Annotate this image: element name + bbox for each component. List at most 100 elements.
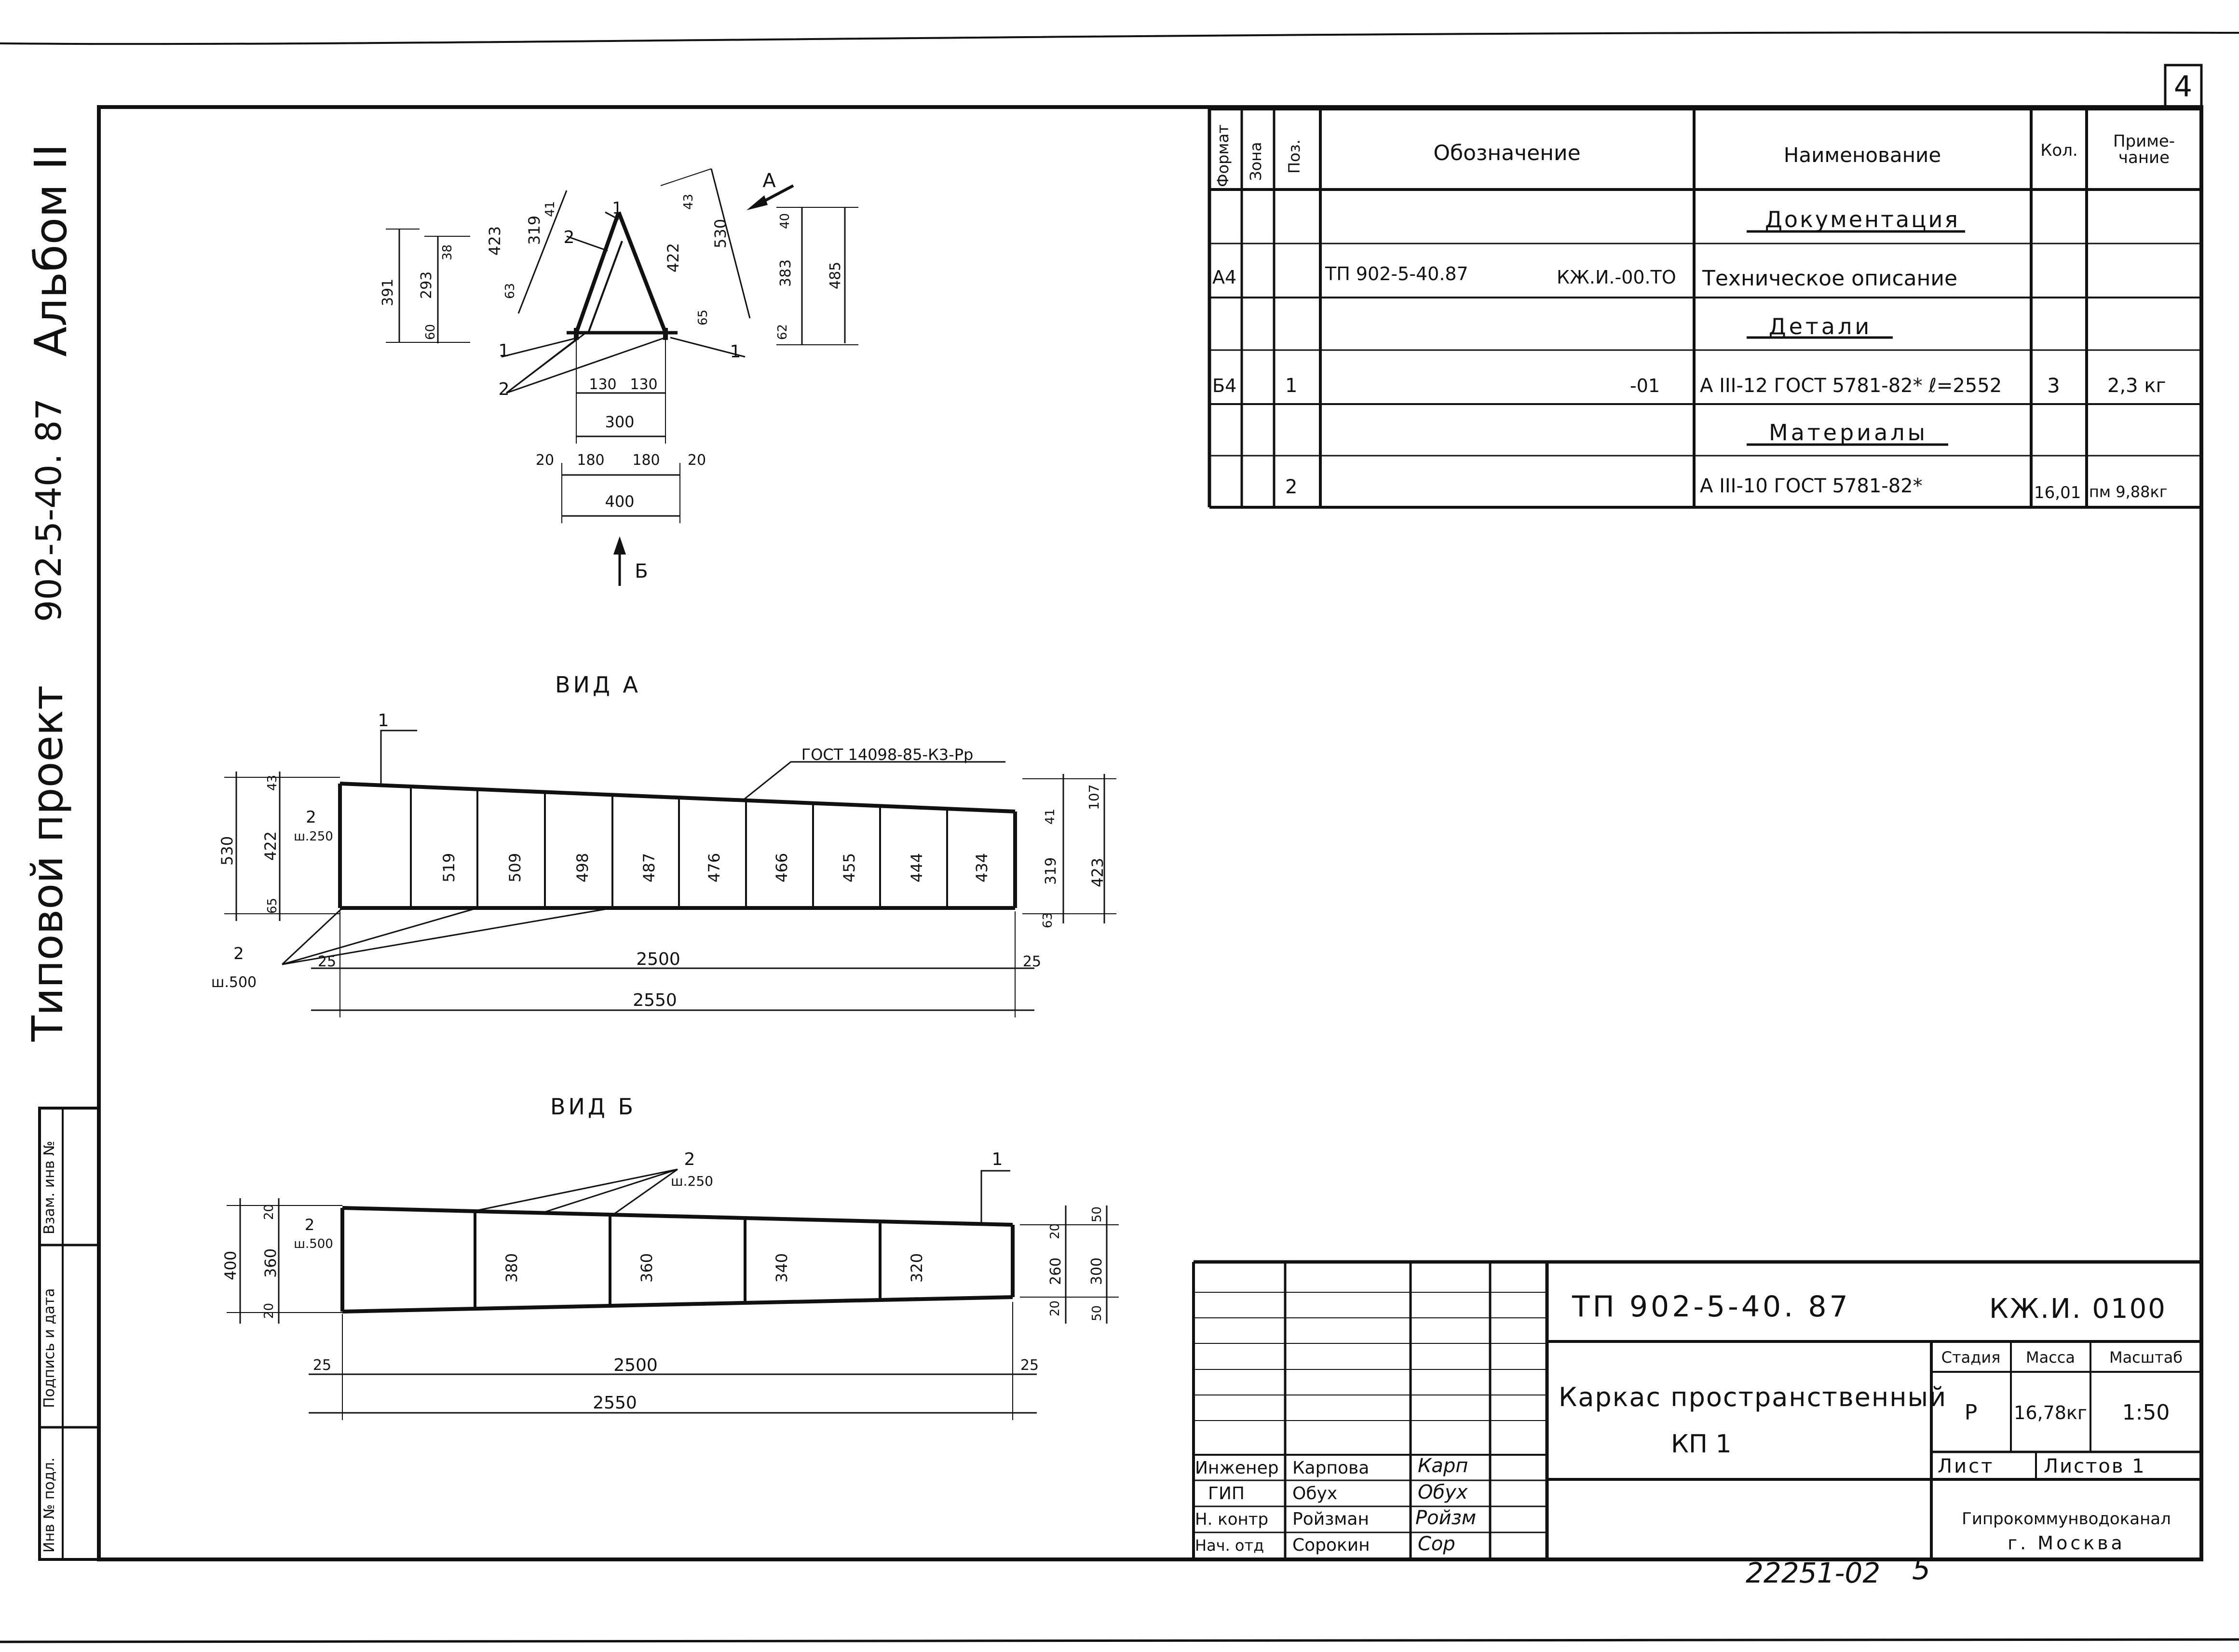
view-a-dim-530: 530 (218, 836, 236, 866)
spec-header-pos: Поз. (1285, 139, 1303, 174)
spec-row3-note: пм 9,88кг (2089, 483, 2168, 501)
view-b-drawing (227, 1168, 1119, 1420)
view-b-pos2b-label: 2 (304, 1216, 315, 1234)
view-a-pos2b-step: ш.500 (211, 974, 257, 991)
view-b-post-3: 340 (773, 1253, 791, 1283)
title-block-code: ТП 902-5-40. 87 (1572, 1290, 1851, 1324)
view-a-dim-423: 423 (1088, 857, 1107, 887)
view-a-dim-25-left: 25 (317, 953, 337, 970)
spec-header-name: Наименование (1783, 143, 1941, 167)
section-dim-180-left: 180 (577, 452, 605, 469)
title-block-sign-1: Карп (1418, 1455, 1468, 1477)
spec-header-format: Формат (1214, 124, 1232, 187)
view-b-dim-50-bottom: 50 (1090, 1305, 1104, 1321)
view-a-pos2-step: ш.250 (294, 829, 333, 844)
spec-header-designation: Обозначение (1433, 141, 1581, 165)
sheet-frame (97, 105, 2203, 1561)
section-leader-2-bottom: 2 (498, 379, 510, 399)
spec-row1-code2: КЖ.И.-00.ТО (1557, 267, 1676, 288)
spec-section-materials: Материалы (1769, 420, 1928, 446)
view-b-dim-25-right: 25 (1020, 1357, 1039, 1374)
view-arrow-b-label: Б (635, 560, 648, 582)
title-block-role-1: Инженер (1195, 1458, 1279, 1478)
title-block-name-4: Сорокин (1292, 1535, 1370, 1555)
title-block (1192, 1260, 2201, 1559)
section-dim-38: 38 (440, 244, 455, 260)
view-b-pos2-step: ш.250 (671, 1173, 713, 1189)
section-dim-180-right: 180 (632, 452, 660, 469)
view-a-title: ВИД А (555, 672, 641, 698)
view-b-dim-20-bottom: 20 (262, 1302, 276, 1319)
view-b-title: ВИД Б (550, 1094, 637, 1120)
title-block-mass-header: Масса (2025, 1348, 2076, 1367)
view-a-post-5: 476 (705, 853, 723, 882)
section-leader-1-top: 1 (612, 199, 623, 218)
view-b-dim-360: 360 (261, 1248, 280, 1278)
view-b-dim-20-right-bottom: 20 (1048, 1300, 1062, 1316)
view-a-dim-41: 41 (1043, 808, 1058, 825)
section-dim-383: 383 (777, 259, 794, 287)
view-b-pos2-label: 2 (684, 1150, 695, 1169)
view-b-post-2: 360 (638, 1253, 656, 1283)
view-a-dim-2500: 2500 (636, 949, 680, 969)
spec-table (1208, 108, 2201, 509)
view-a-post-4: 487 (640, 853, 658, 882)
view-a-dim-63: 63 (1041, 912, 1055, 928)
view-a-drawing (224, 730, 1116, 1017)
title-block-title: Каркас пространственный (1559, 1382, 1947, 1412)
view-b-dim-50-top: 50 (1090, 1206, 1104, 1222)
sheet-top-edge (0, 31, 2239, 45)
sheet-number: 4 (2174, 70, 2192, 104)
view-a-pos2-label: 2 (306, 808, 316, 827)
view-a-dim-319: 319 (1043, 857, 1059, 885)
spec-row3-qty: 16,01 (2034, 483, 2081, 502)
section-dim-422: 422 (664, 243, 682, 272)
view-b-dim-260: 260 (1047, 1257, 1064, 1285)
album-label: Альбом II (25, 144, 77, 357)
title-block-sign-3: Ройзм (1415, 1507, 1477, 1529)
section-dim-319: 319 (525, 215, 543, 245)
title-block-name-1: Карпова (1292, 1458, 1370, 1478)
title-block-stage: Р (1964, 1400, 1978, 1425)
title-block-sheet-header: Лист (1938, 1455, 1995, 1477)
view-b-dim-300: 300 (1088, 1257, 1105, 1285)
section-dim-130-right: 130 (630, 376, 658, 393)
spec-row2-code2: -01 (1630, 375, 1660, 396)
view-b-dim-25-left: 25 (312, 1357, 332, 1374)
footer-stamp: 22251-02 (1746, 1557, 1881, 1589)
spec-header-note: Приме- чание (2113, 132, 2175, 167)
section-dim-41: 41 (543, 201, 557, 217)
view-a-post-7: 455 (840, 853, 858, 882)
view-a-weld-gost: ГОСТ 14098-85-К3-Рр (801, 745, 974, 764)
view-a-dim-43: 43 (265, 774, 280, 791)
section-leader-1-right: 1 (730, 342, 741, 362)
view-a-dim-65: 65 (265, 897, 280, 914)
spec-row2-pos: 1 (1285, 375, 1298, 397)
view-a-dim-107: 107 (1086, 784, 1102, 810)
title-block-city: г. Москва (2008, 1532, 2125, 1554)
sheet-number-box (2164, 64, 2203, 108)
title-block-stage-header: Стадия (1941, 1348, 2001, 1367)
stamp-cell-signature: Подпись и дата (41, 1288, 58, 1408)
view-a-post-6: 466 (773, 853, 791, 882)
footer-number: 5 (1912, 1553, 1931, 1586)
view-b-dim-20-top: 20 (262, 1204, 276, 1220)
title-block-mass: 16,78кг (2014, 1402, 2087, 1423)
title-block-sign-2: Обух (1418, 1481, 1468, 1503)
section-dim-63: 63 (503, 283, 517, 299)
side-stamp (38, 1107, 100, 1561)
section-dim-130-left: 130 (589, 376, 617, 393)
view-a-post-9: 434 (973, 853, 991, 882)
title-block-doc-code: КЖ.И. 0100 (1989, 1293, 2167, 1325)
section-dim-530: 530 (711, 218, 730, 248)
spec-row2-format: Б4 (1212, 375, 1237, 396)
stamp-cell-inventory: Инв № подл. (41, 1457, 58, 1553)
title-block-role-4: Нач. отд (1195, 1536, 1264, 1555)
section-dim-20-right: 20 (687, 452, 706, 469)
section-dim-391: 391 (380, 278, 396, 306)
section-dim-300: 300 (605, 413, 635, 431)
view-a-post-2: 509 (506, 853, 524, 882)
spec-row2-note: 2,3 кг (2107, 375, 2166, 397)
view-b-dim-2550: 2550 (593, 1393, 637, 1413)
